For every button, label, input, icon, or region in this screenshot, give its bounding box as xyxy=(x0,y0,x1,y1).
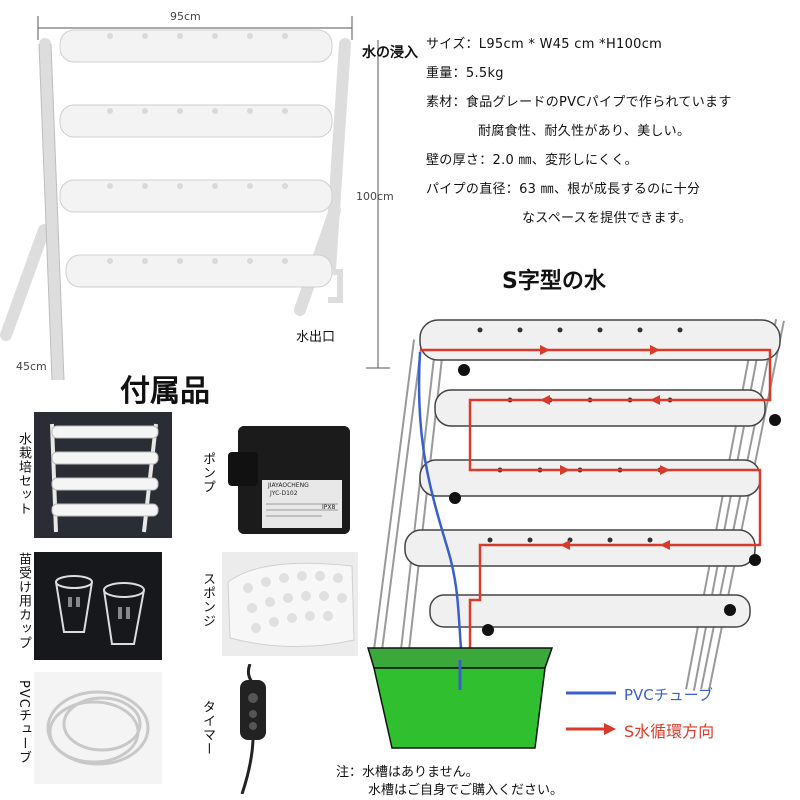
sponge-photo xyxy=(222,552,358,656)
water-inlet-label: 水の浸入 xyxy=(362,45,418,61)
pump-label: ポンプ xyxy=(200,452,215,494)
depth-dimension-label: 45cm xyxy=(16,360,47,373)
pump-brand-text: JIAYAOCHENG xyxy=(268,482,309,489)
pump-model-text: JYC-D102 xyxy=(270,490,298,497)
spec-material-cont: 耐腐食性、耐久性があり、美しい。 xyxy=(478,124,691,139)
cup-label: 苗受け用カップ xyxy=(16,552,31,650)
s-flow-diagram xyxy=(366,319,785,749)
timer-label: タイマー xyxy=(200,700,215,756)
pump-ipx-text: IPX8 xyxy=(322,504,336,511)
spec-diameter-cont: なスペースを提供できます。 xyxy=(522,211,693,226)
legend-cycle-arrow xyxy=(566,723,616,735)
width-dimension-label: 95cm xyxy=(170,10,201,23)
spec-weight: 重量：5.5kg xyxy=(426,66,504,81)
tube-label: PVCチューブ xyxy=(16,680,31,765)
note-no-tank: 注：水槽はありません。 xyxy=(336,765,479,780)
timer-photo xyxy=(222,664,332,794)
legend-cycle-label: S水循環方向 xyxy=(624,722,715,741)
spec-thickness: 壁の厚さ：2.0 ㎜、変形しにくく。 xyxy=(426,153,638,168)
legend-pvc-line xyxy=(566,691,616,695)
s-flow-title: S字型の水 xyxy=(502,269,606,294)
sponge-label: スポンジ xyxy=(200,572,215,628)
legend-pvc-label: PVCチューブ xyxy=(624,686,713,704)
hydroponic-kit-photo xyxy=(34,412,172,538)
water-outlet-label: 水出口 xyxy=(296,330,336,345)
spec-diameter: パイプの直径：63 ㎜、根が成長するのに十分 xyxy=(426,182,701,197)
spec-material: 素材：食品グレードのPVCパイプで作られています xyxy=(426,95,732,110)
note-buy-tank: 水槽はご自身でご購入ください。 xyxy=(368,783,564,798)
accessories-title: 付属品 xyxy=(120,374,210,409)
spec-size: サイズ：L95cm * W45 cm *H100cm xyxy=(426,37,663,52)
height-dimension-label: 100cm xyxy=(356,190,394,203)
seedling-cup-photo xyxy=(34,552,162,660)
kit-label: 水栽培セット xyxy=(16,432,31,516)
pvc-tube-photo xyxy=(34,672,162,784)
pump-photo xyxy=(222,418,358,544)
rack-dimension-drawing xyxy=(0,16,390,380)
